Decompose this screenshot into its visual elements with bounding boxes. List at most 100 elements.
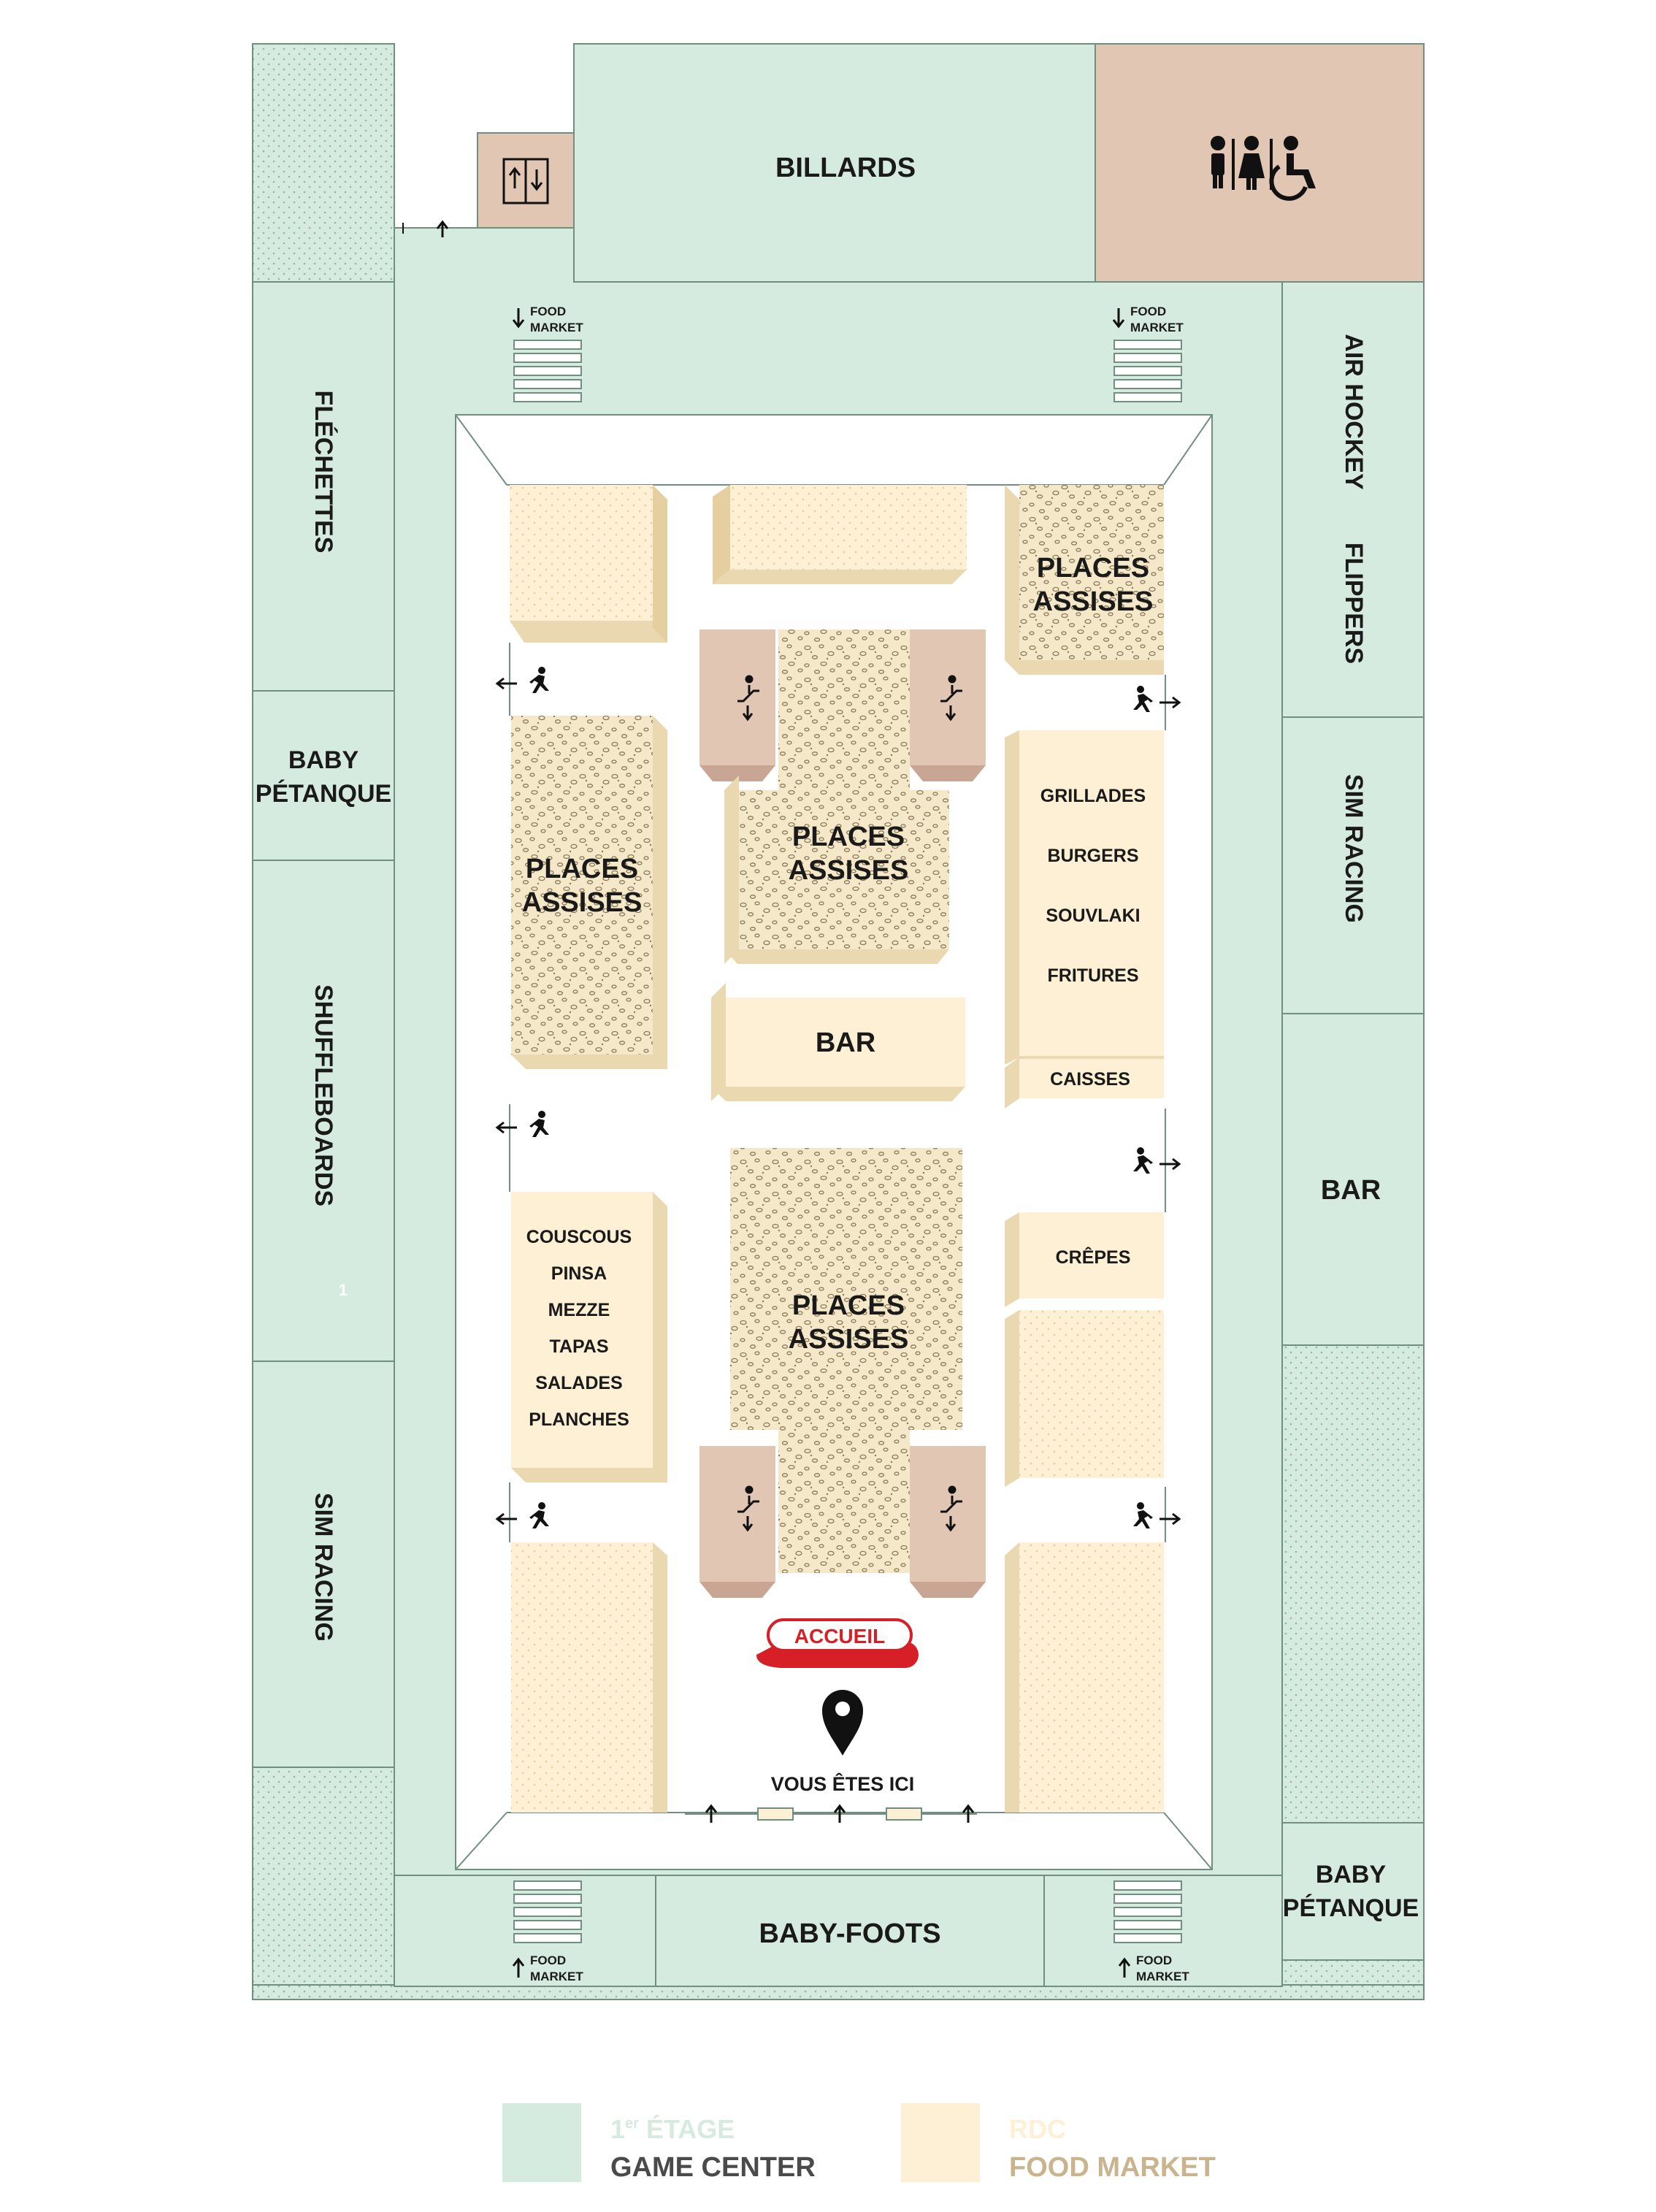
legend-swatch-game-center [502,2103,581,2182]
svg-text:PLACES: PLACES [792,822,905,852]
stall-fritures: FRITURES [1048,965,1139,986]
svg-text:PLACES: PLACES [1037,553,1149,583]
svg-text:PLACES: PLACES [526,854,638,884]
baby-petanque-left-line2: PÉTANQUE [256,780,391,808]
stall-bottom-left [511,1542,667,1813]
stall-planches: PLANCHES [529,1409,629,1430]
billards-room[interactable] [573,43,1096,283]
escalator-bottom-right[interactable] [910,1446,986,1598]
places-assises-center-bottom[interactable]: PLACES ASSISES [730,1148,962,1573]
bar-ground-label: BAR [816,1027,875,1058]
exit-left-1[interactable] [495,643,549,716]
svg-text:MARKET: MARKET [1136,1970,1189,1983]
places-assises-left[interactable]: PLACES ASSISES [511,716,667,1069]
svg-text:MARKET: MARKET [530,321,583,334]
stall-burgers: BURGERS [1047,846,1138,866]
sim-racing-right-room[interactable] [1281,716,1425,1014]
exit-right-1[interactable] [1133,675,1181,730]
baby-petanque-right-line2: PÉTANQUE [1283,1894,1419,1922]
caisses-label: CAISSES [1050,1069,1130,1090]
stairs-label-bottom-left: FOOD MARKET [512,1953,583,1983]
bar-upper-room[interactable] [1281,1013,1425,1346]
baby-petanque-right-line1: BABY [1316,1861,1387,1888]
dotted-strip-left-bottom [252,1767,395,2000]
svg-text:FOOD: FOOD [530,1953,566,1967]
sim-racing-left-label: SIM RACING [310,1493,337,1642]
entrance-doors[interactable] [685,1804,977,1823]
stairs-label-top-right: FOOD MARKET [1112,305,1184,334]
stall-salades: SALADES [535,1373,622,1393]
baby-foots-room[interactable] [655,1875,1045,1987]
stall-grillades: GRILLADES [1040,786,1146,806]
bar-ground[interactable]: BAR [711,983,965,1101]
stairs-bottom-left[interactable] [513,1880,582,1943]
baby-petanque-left-room[interactable] [252,690,395,861]
exit-right-3[interactable] [1133,1487,1181,1542]
svg-text:MARKET: MARKET [1130,321,1184,334]
legend-food-market-label: FOOD MARKET [1009,2152,1216,2183]
you-are-here-marker: VOUS ÊTES ICI [771,1690,914,1795]
elevator-icon [502,158,549,204]
stairs-label-bottom-right: FOOD MARKET [1118,1953,1189,1983]
shuffleboards-room[interactable] [252,860,395,1362]
stall-top-left [510,485,667,643]
escalator-icons [737,675,962,1532]
stall-couscous: COUSCOUS [526,1227,632,1247]
entrance-up-arrow-icon [402,220,449,237]
flechettes-label: FLÉCHETTES [310,391,337,554]
svg-text:PLACES: PLACES [792,1290,905,1321]
accueil-desk[interactable]: ACCUEIL [756,1618,919,1668]
flippers-label: FLIPPERS [1340,543,1368,664]
stairs-top-right[interactable] [1113,340,1182,402]
air-hockey-label: AIR HOCKEY [1340,334,1368,490]
svg-text:FOOD: FOOD [1130,305,1166,318]
svg-text:ASSISES: ASSISES [522,887,643,918]
places-assises-center-top[interactable]: PLACES ASSISES [724,629,949,964]
sim-racing-left-room[interactable] [252,1361,395,1768]
stall-right-lower [1005,1310,1164,1487]
escalator-icon [940,675,962,722]
exit-right-2[interactable] [1133,1109,1181,1212]
svg-text:FOOD: FOOD [530,305,566,318]
stall-bottom-right [1005,1542,1164,1813]
exit-left-2[interactable] [495,1104,549,1192]
legend: 1er ÉTAGE GAME CENTER RDC FOOD MARKET [502,2103,1216,2183]
stall-mezze: MEZZE [548,1300,610,1320]
escalator-top-right[interactable] [910,629,986,781]
places-assises-top-right[interactable]: PLACES ASSISES [1005,485,1164,675]
air-hockey-flippers-room[interactable] [1281,281,1425,718]
stall-left-couscous[interactable]: COUSCOUS PINSA MEZZE TAPAS SALADES PLANC… [511,1192,667,1482]
svg-text:FOOD: FOOD [1136,1953,1172,1967]
escalator-icon [940,1485,962,1532]
bar-upper-label: BAR [1321,1175,1381,1206]
exit-left-3[interactable] [495,1482,549,1542]
svg-text:MARKET: MARKET [530,1970,583,1983]
baby-foots-label: BABY-FOOTS [759,1918,940,1949]
shuffleboards-label: SHUFFLEBOARDS [310,984,337,1206]
stall-right-grillades[interactable]: GRILLADES BURGERS SOUVLAKI FRITURES [1005,730,1164,1065]
billards-label: BILLARDS [775,153,916,183]
stall-souvlaki: SOUVLAKI [1046,906,1140,926]
accueil-label: ACCUEIL [794,1625,885,1647]
svg-text:ASSISES: ASSISES [789,855,909,886]
stairs-bottom-right[interactable] [1113,1880,1182,1943]
stairs-bottom-left-zone [394,1875,656,1987]
legend-rdc-label: RDC [1009,2114,1066,2144]
flechettes-room[interactable] [252,281,395,692]
dotted-strip-left-top [252,43,395,283]
escalator-top-left[interactable] [699,629,775,781]
stairs-top-left[interactable] [513,340,582,402]
escalator-bottom-left[interactable] [699,1446,775,1598]
caisses[interactable]: CAISSES [1005,1056,1164,1109]
svg-text:ASSISES: ASSISES [789,1324,909,1355]
stall-pinsa: PINSA [551,1263,607,1284]
baby-petanque-right-room[interactable] [1281,1822,1425,1961]
legend-game-center-label: GAME CENTER [610,2152,816,2183]
baby-petanque-left-line1: BABY [288,746,359,774]
stall-top-center [713,485,967,584]
crepes-label: CRÊPES [1056,1246,1131,1268]
shuffleboards-number: 1 [339,1281,348,1299]
stall-tapas: TAPAS [549,1336,608,1357]
stall-crepes[interactable]: CRÊPES [1005,1212,1164,1307]
